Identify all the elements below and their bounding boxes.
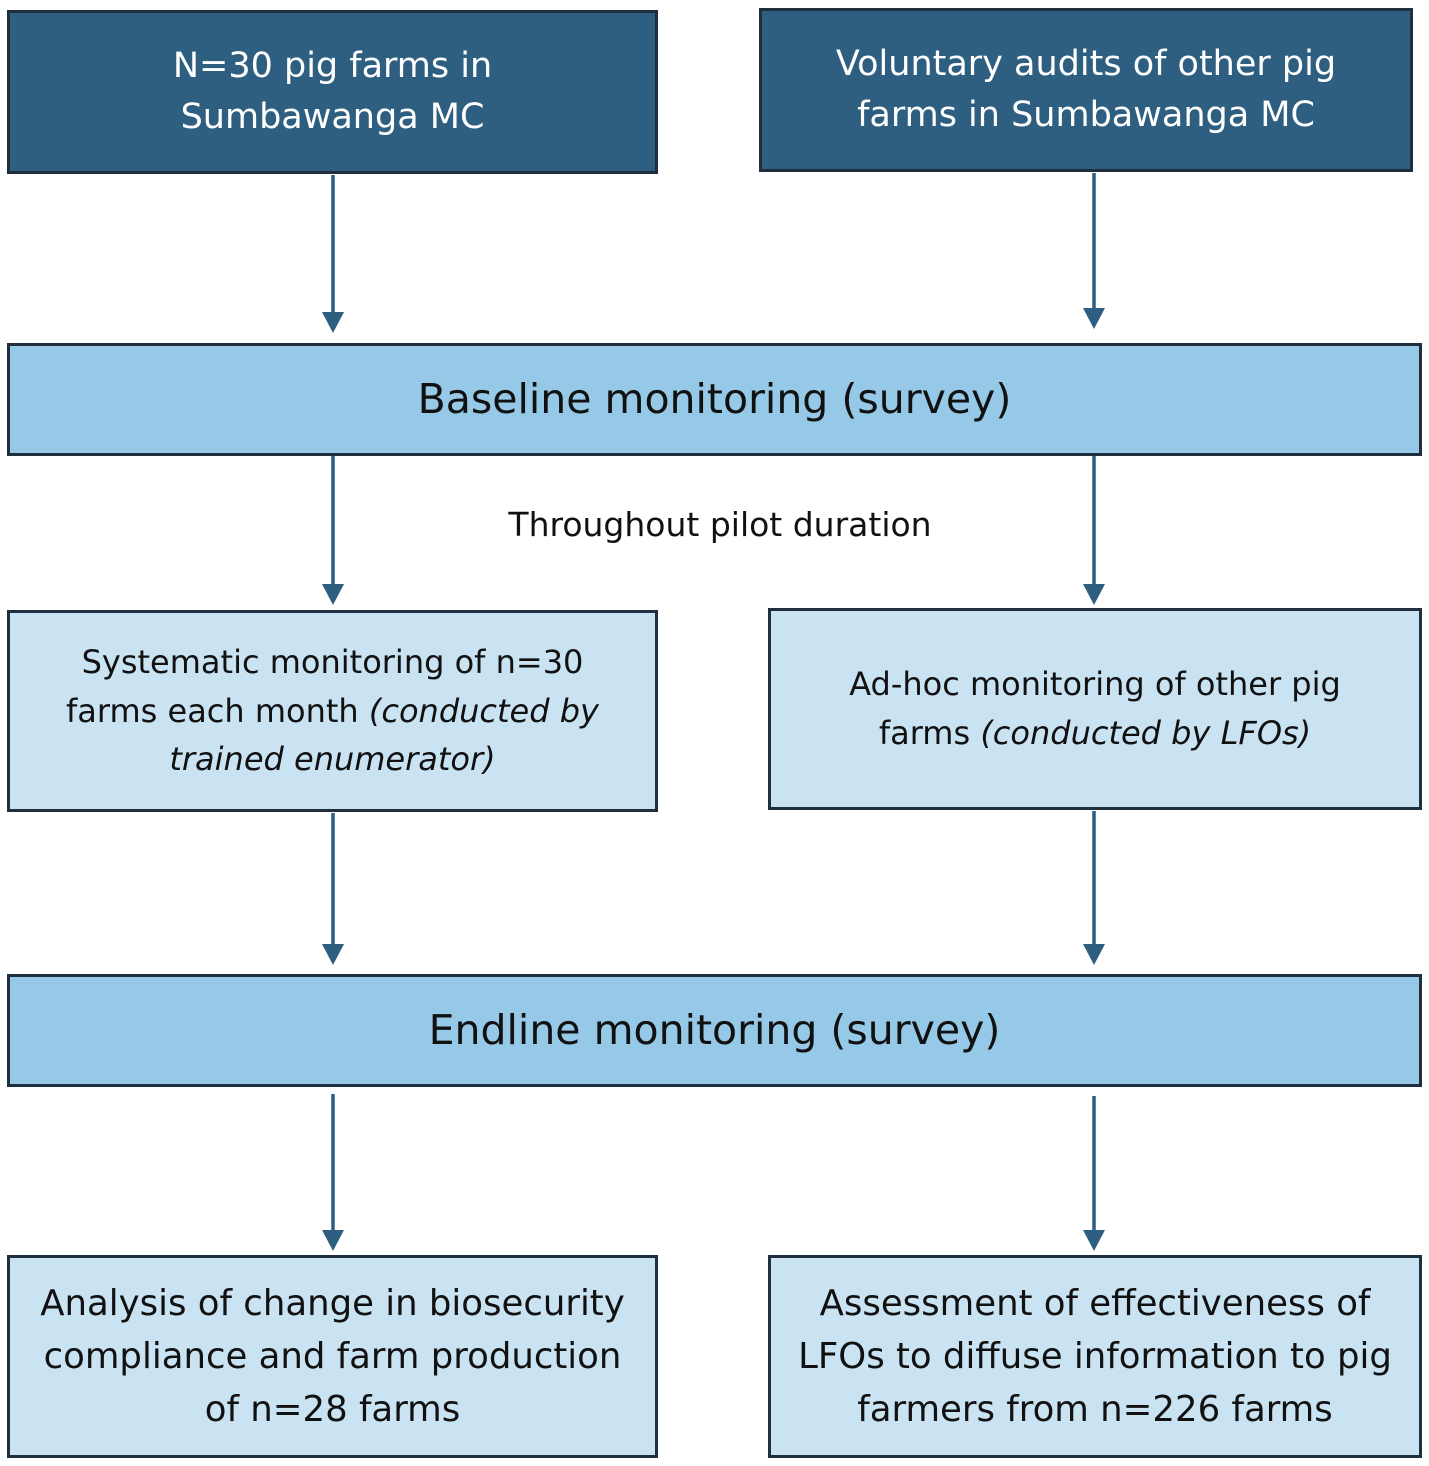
systematic-monitoring-main: Systematic monitoring of n=30 farms each… bbox=[66, 643, 584, 730]
analysis-text: Analysis of change in biosecurity compli… bbox=[40, 1282, 625, 1431]
baseline-monitoring-box: Baseline monitoring (survey) bbox=[7, 343, 1422, 456]
adhoc-monitoring-italic: (conducted by LFOs) bbox=[980, 714, 1312, 752]
systematic-monitoring-text: Systematic monitoring of n=30 farms each… bbox=[33, 638, 633, 784]
systematic-monitoring-box: Systematic monitoring of n=30 farms each… bbox=[7, 610, 658, 812]
voluntary-audits-text: Voluntary audits of other pig farms in S… bbox=[835, 44, 1337, 135]
endline-monitoring-text: Endline monitoring (survey) bbox=[428, 1005, 1001, 1054]
arrow-baseline-to-midright bbox=[1083, 450, 1105, 605]
adhoc-monitoring-box: Ad-hoc monitoring of other pig farms (co… bbox=[768, 608, 1422, 810]
systematic-monitoring-italic: (conducted by trained enumerator) bbox=[169, 691, 599, 779]
adhoc-monitoring-text: Ad-hoc monitoring of other pig farms (co… bbox=[815, 660, 1375, 757]
pig-farms-text: N=30 pig farms in Sumbawanga MC bbox=[172, 46, 493, 137]
arrow-endline-to-bottomright bbox=[1083, 1096, 1105, 1251]
baseline-monitoring-text: Baseline monitoring (survey) bbox=[417, 374, 1012, 423]
assessment-box: Assessment of effectiveness of LFOs to d… bbox=[768, 1255, 1422, 1458]
adhoc-monitoring-main: Ad-hoc monitoring of other pig farms bbox=[849, 665, 1341, 752]
pig-farms-box: N=30 pig farms in Sumbawanga MC bbox=[7, 10, 658, 174]
assessment-text: Assessment of effectiveness of LFOs to d… bbox=[798, 1282, 1392, 1431]
arrow-midright-to-endline bbox=[1083, 811, 1105, 965]
arrow-topright-to-baseline bbox=[1083, 173, 1105, 329]
analysis-box: Analysis of change in biosecurity compli… bbox=[7, 1255, 658, 1458]
arrow-midleft-to-endline bbox=[322, 813, 344, 965]
endline-monitoring-box: Endline monitoring (survey) bbox=[7, 974, 1422, 1087]
arrow-baseline-to-midleft bbox=[322, 450, 344, 605]
arrow-topleft-to-baseline bbox=[322, 175, 344, 333]
voluntary-audits-box: Voluntary audits of other pig farms in S… bbox=[759, 8, 1413, 172]
arrow-endline-to-bottomleft bbox=[322, 1094, 344, 1251]
duration-label: Throughout pilot duration bbox=[508, 505, 932, 544]
